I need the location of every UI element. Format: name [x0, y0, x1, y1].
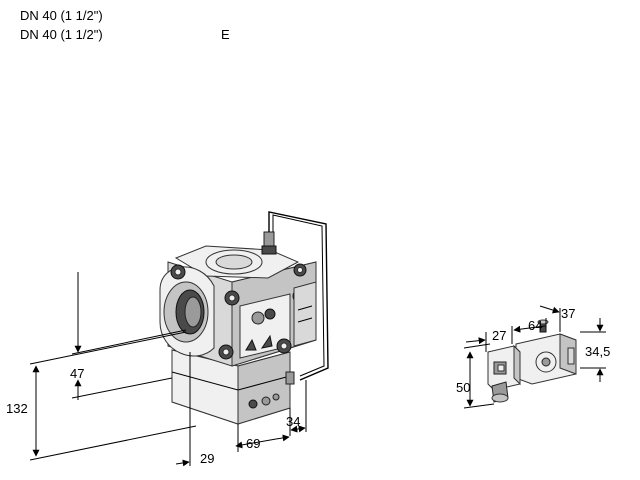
- solenoid-coil: [487, 319, 577, 403]
- dim-34: 34: [286, 414, 300, 429]
- dim-coil-37: 37: [561, 306, 575, 321]
- header-variant-label: E: [221, 27, 230, 42]
- dim-coil-50: 50: [456, 380, 470, 395]
- dim-coil-64: 64: [528, 318, 542, 333]
- dim-29: 29: [200, 451, 214, 466]
- header-size-label-1: DN 40 (1 1/2"): [20, 8, 103, 23]
- dim-132: 132: [6, 401, 28, 416]
- header-size-label-2: DN 40 (1 1/2"): [20, 27, 103, 42]
- dim-47: 47: [70, 366, 84, 381]
- coil-dimension-lines: [463, 305, 606, 409]
- valve-dimension-lines: [29, 272, 307, 467]
- dim-69: 69: [246, 436, 260, 451]
- dim-coil-34-5: 34,5: [585, 344, 610, 359]
- valve-body: [159, 211, 329, 425]
- dim-coil-27: 27: [492, 328, 506, 343]
